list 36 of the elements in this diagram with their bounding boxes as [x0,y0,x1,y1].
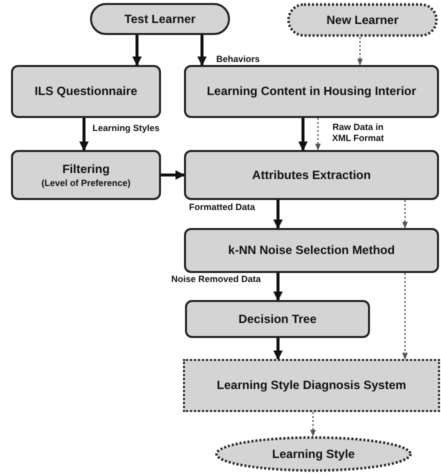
arrow [402,200,408,229]
arrow [197,35,207,66]
node-label: Filtering [62,162,110,176]
process-box [11,150,161,200]
node-label: Learning Style Diagnosis System [216,378,406,393]
edge-label: Noise Removed Data [170,274,262,285]
terminal-pill [90,3,230,35]
node-label: ILS Questionnaire [34,84,138,99]
process-box [185,300,370,338]
node-label: Learning Style [272,446,355,462]
arrow [298,118,308,151]
arrow [357,37,363,66]
node-label: Attributes Extraction [252,168,371,182]
process-box [11,65,161,118]
arrow [132,35,142,66]
process-box [184,150,439,200]
node-label: New Learner [326,12,399,28]
arrow [402,273,408,360]
arrow [79,118,89,151]
process-box [184,65,439,118]
dotted-terminal-pill [287,3,438,37]
process-box [184,228,439,273]
arrow [273,200,283,229]
node-label: k-NN Noise Selection Method [228,243,395,258]
node-subtitle: (Level of Preference) [41,176,131,188]
arrow [273,273,283,301]
node-label: Test Learner [124,12,196,26]
dotted-ellipse [215,436,412,472]
arrow [161,170,185,180]
dotted-process-box [183,359,440,412]
edge-label: Learning Styles [90,123,162,134]
node-label: Decision Tree [238,312,317,326]
arrow [273,338,283,360]
arrow [310,412,316,437]
arrow [315,118,321,151]
node-label: Learning Content in Housing Interior [206,84,416,99]
